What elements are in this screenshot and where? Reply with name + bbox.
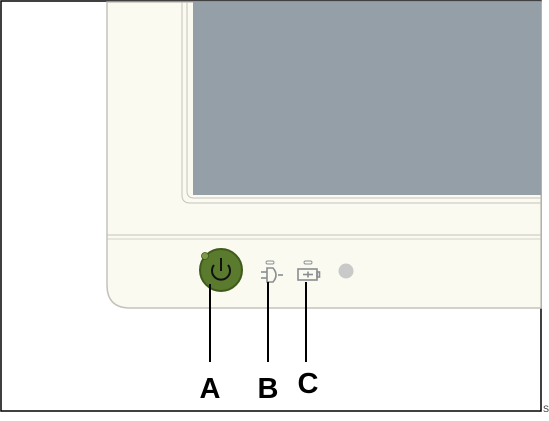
display-screen: [193, 2, 541, 195]
power-button[interactable]: [199, 248, 243, 292]
battery-icon: [297, 268, 321, 281]
screen-recess: [181, 2, 541, 204]
battery-indicator: [297, 260, 321, 281]
ac-plug-icon: [261, 267, 283, 283]
edge-mark: S: [543, 404, 549, 414]
screen-recess-inner: [186, 2, 541, 199]
callout-label-a: A: [200, 373, 221, 405]
battery-led: [303, 260, 313, 265]
power-icon: [211, 258, 231, 281]
power-status-led: [201, 252, 209, 260]
ambient-light-sensor-icon: [338, 263, 354, 279]
ac-power-indicator: [261, 260, 283, 283]
callout-label-b: B: [258, 373, 279, 405]
callout-label-c: C: [298, 368, 319, 400]
ac-power-led: [265, 260, 275, 265]
